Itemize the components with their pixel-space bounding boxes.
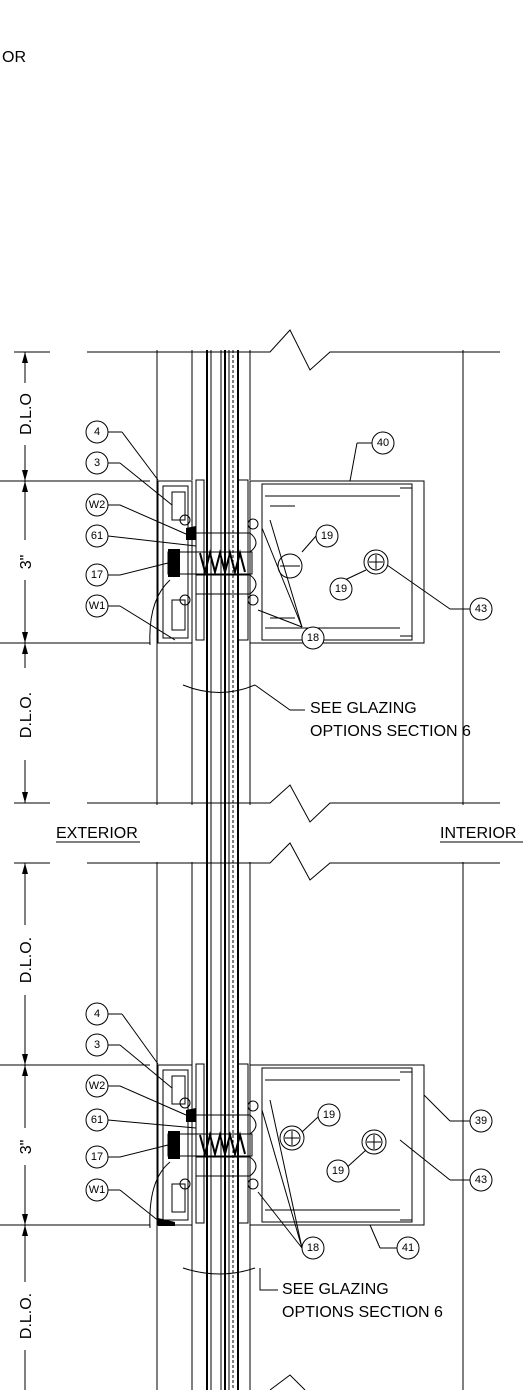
callout-18-b: 18 — [307, 1242, 319, 1254]
interior-label: INTERIOR — [440, 825, 516, 842]
dimension-lines-section-2 — [0, 862, 150, 1390]
callout-4-a: 4 — [94, 426, 100, 438]
callout-19-a1: 19 — [321, 530, 333, 542]
callout-3-a: 3 — [94, 457, 100, 469]
callout-w2-b: W2 — [89, 1080, 106, 1092]
callout-18-a: 18 — [307, 632, 319, 644]
callout-3-b: 3 — [94, 1039, 100, 1051]
glazing-note-1-line1: SEE GLAZING — [310, 700, 417, 717]
dim-3in-1: 3" — [18, 555, 35, 570]
callout-43-b: 43 — [475, 1174, 487, 1186]
glazing-note-2-line1: SEE GLAZING — [282, 1281, 389, 1298]
callout-17-b: 17 — [91, 1151, 103, 1163]
glazing-note-2-line2: OPTIONS SECTION 6 — [282, 1304, 443, 1321]
break-line-mid-a — [87, 784, 500, 823]
dim-dlo-bot-2: D.L.O. — [18, 1293, 35, 1339]
dim-dlo-bot-1: D.L.O. — [18, 692, 35, 738]
callout-19-b1: 19 — [323, 1109, 335, 1121]
callouts-section-1: 4 3 W2 61 17 W1 40 19 19 43 18 — [85, 420, 493, 650]
dim-dlo-top-2: D.L.O. — [18, 937, 35, 983]
glazing-note-1-line2: OPTIONS SECTION 6 — [310, 723, 471, 740]
mullion-assembly-1 — [149, 479, 425, 693]
callout-4-b: 4 — [94, 1008, 100, 1020]
callout-41: 41 — [402, 1242, 414, 1254]
callout-61-b: 61 — [91, 1114, 103, 1126]
callouts-section-2: 4 3 W2 61 17 W1 19 19 39 43 41 18 — [85, 1002, 493, 1260]
dim-3in-2: 3" — [18, 1140, 35, 1155]
callout-39: 39 — [475, 1115, 487, 1127]
callout-61-a: 61 — [91, 530, 103, 542]
callout-19-a2: 19 — [335, 583, 347, 595]
callout-w2-a: W2 — [89, 499, 106, 511]
break-line-top-1 — [87, 329, 500, 371]
top-left-text: OR — [2, 49, 26, 66]
glazing-vertical-lines — [156, 350, 464, 1390]
callout-w1-b: W1 — [89, 1184, 106, 1196]
callout-43-a: 43 — [475, 603, 487, 615]
callout-17-a: 17 — [91, 569, 103, 581]
callout-w1-a: W1 — [89, 600, 106, 612]
break-line-bottom — [269, 1374, 306, 1391]
callout-19-b2: 19 — [332, 1165, 344, 1177]
mullion-assembly-2 — [149, 1063, 425, 1275]
callout-40: 40 — [377, 437, 389, 449]
dimension-lines-section-1 — [0, 351, 150, 804]
break-line-mid-b — [87, 842, 500, 881]
exterior-label: EXTERIOR — [56, 825, 138, 842]
dim-dlo-top-1: D.L.O — [18, 393, 35, 435]
